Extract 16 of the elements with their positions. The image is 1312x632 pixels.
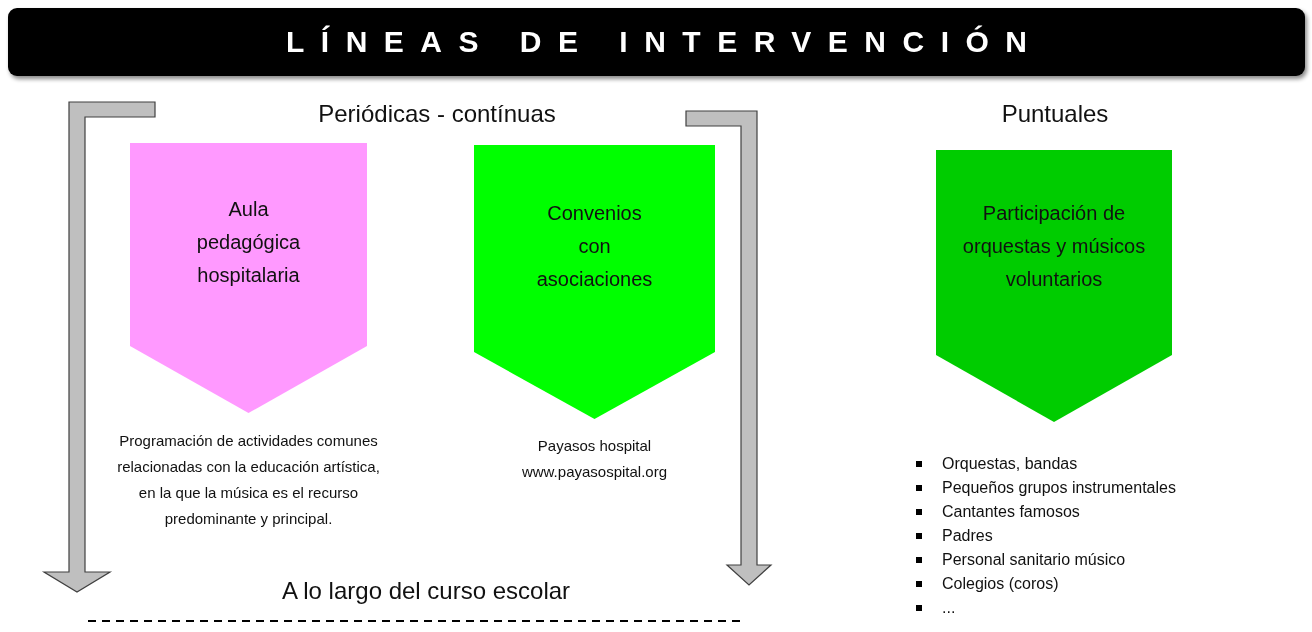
list-item: Colegios (coros)	[914, 572, 1176, 596]
chevron-label: Aula pedagógica hospitalaria	[195, 197, 302, 288]
list-item: Cantantes famosos	[914, 500, 1176, 524]
list-item: Personal sanitario músico	[914, 548, 1176, 572]
list-item: Pequeños grupos instrumentales	[914, 476, 1176, 500]
description-text: Payasos hospital www.payasospital.org	[520, 436, 669, 482]
timeline-label: A lo largo del curso escolar	[281, 577, 571, 605]
list-item: ...	[914, 596, 1176, 620]
chevron-label: Convenios con asociaciones	[535, 201, 654, 292]
chevron-label: Participación de orquestas y músicos voluntarios	[961, 201, 1147, 292]
section-heading: Puntuales	[1001, 100, 1109, 128]
description-text: Programación de actividades comunes relacionadas con la educación artística, en la que la música es el recurso predominante y principal.	[116, 431, 381, 529]
list-item: Orquestas, bandas	[914, 452, 1176, 476]
title-banner: LÍNEAS DE INTERVENCIÓN	[8, 8, 1305, 76]
list-item: Padres	[914, 524, 1176, 548]
section-heading: Periódicas - contínuas	[318, 100, 556, 128]
